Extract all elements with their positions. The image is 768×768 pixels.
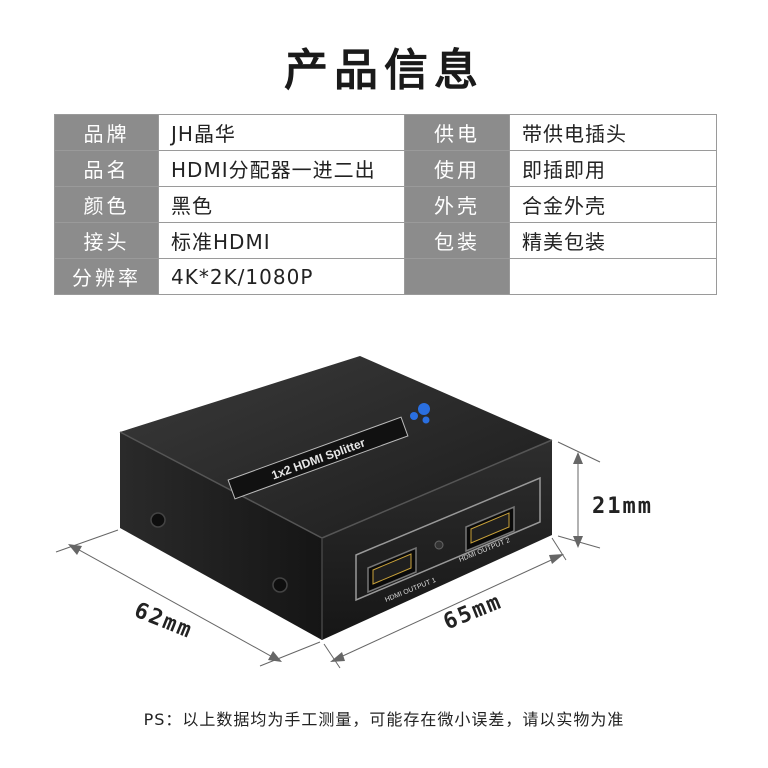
- page-title: 产品信息: [284, 45, 484, 96]
- table-row: 品名 HDMI分配器一进二出 使用 即插即用: [54, 150, 717, 187]
- spec-key: 品名: [54, 150, 159, 187]
- hdmi-port-1: [367, 546, 417, 594]
- depth-dimension-line: [55, 529, 321, 667]
- logo-icon: [410, 403, 430, 424]
- screw-icon: [150, 512, 166, 528]
- spec-value: JH晶华: [158, 114, 405, 151]
- spec-key: 使用: [404, 150, 510, 187]
- width-dimension-line: [323, 537, 567, 669]
- height-dimension-label: 21mm: [592, 494, 653, 519]
- table-row: 品牌 JH晶华 供电 带供电插头: [54, 114, 717, 151]
- screw-icon: [272, 577, 288, 593]
- hdmi-splitter-image: 1x2 HDMI Splitter HDMI OUTPUT 1 HDMI OUT…: [55, 356, 601, 669]
- spec-value: 4K*2K/1080P: [158, 258, 405, 295]
- spec-key: [404, 258, 510, 295]
- spec-value: [509, 258, 717, 295]
- measurement-note: PS：以上数据均为手工测量，可能存在微小误差，请以实物为准: [143, 710, 625, 729]
- table-row: 颜色 黑色 外壳 合金外壳: [54, 186, 717, 223]
- device-left-face: [120, 432, 322, 640]
- spec-value: 标准HDMI: [158, 222, 405, 259]
- spec-key: 品牌: [54, 114, 159, 151]
- spec-value: HDMI分配器一进二出: [158, 150, 405, 187]
- spec-key: 颜色: [54, 186, 159, 223]
- spec-value: 合金外壳: [509, 186, 717, 223]
- spec-value: 即插即用: [509, 150, 717, 187]
- spec-key: 外壳: [404, 186, 510, 223]
- hdmi-port-2: [465, 505, 515, 553]
- height-dimension-line: [557, 441, 601, 549]
- table-row: 接头 标准HDMI 包装 精美包装: [54, 222, 717, 259]
- front-panel: [355, 476, 541, 602]
- spec-value: 精美包装: [509, 222, 717, 259]
- spec-key: 分辨率: [54, 258, 159, 295]
- table-row: 分辨率 4K*2K/1080P: [54, 258, 717, 295]
- spec-key: 包装: [404, 222, 510, 259]
- spec-value: 带供电插头: [509, 114, 717, 151]
- spec-table: 品牌 JH晶华 供电 带供电插头 品名 HDMI分配器一进二出 使用 即插即用 …: [54, 114, 717, 295]
- spec-value: 黑色: [158, 186, 405, 223]
- splitter-label-plate: [227, 416, 409, 500]
- led-icon: [434, 540, 444, 550]
- spec-key: 供电: [404, 114, 510, 151]
- spec-key: 接头: [54, 222, 159, 259]
